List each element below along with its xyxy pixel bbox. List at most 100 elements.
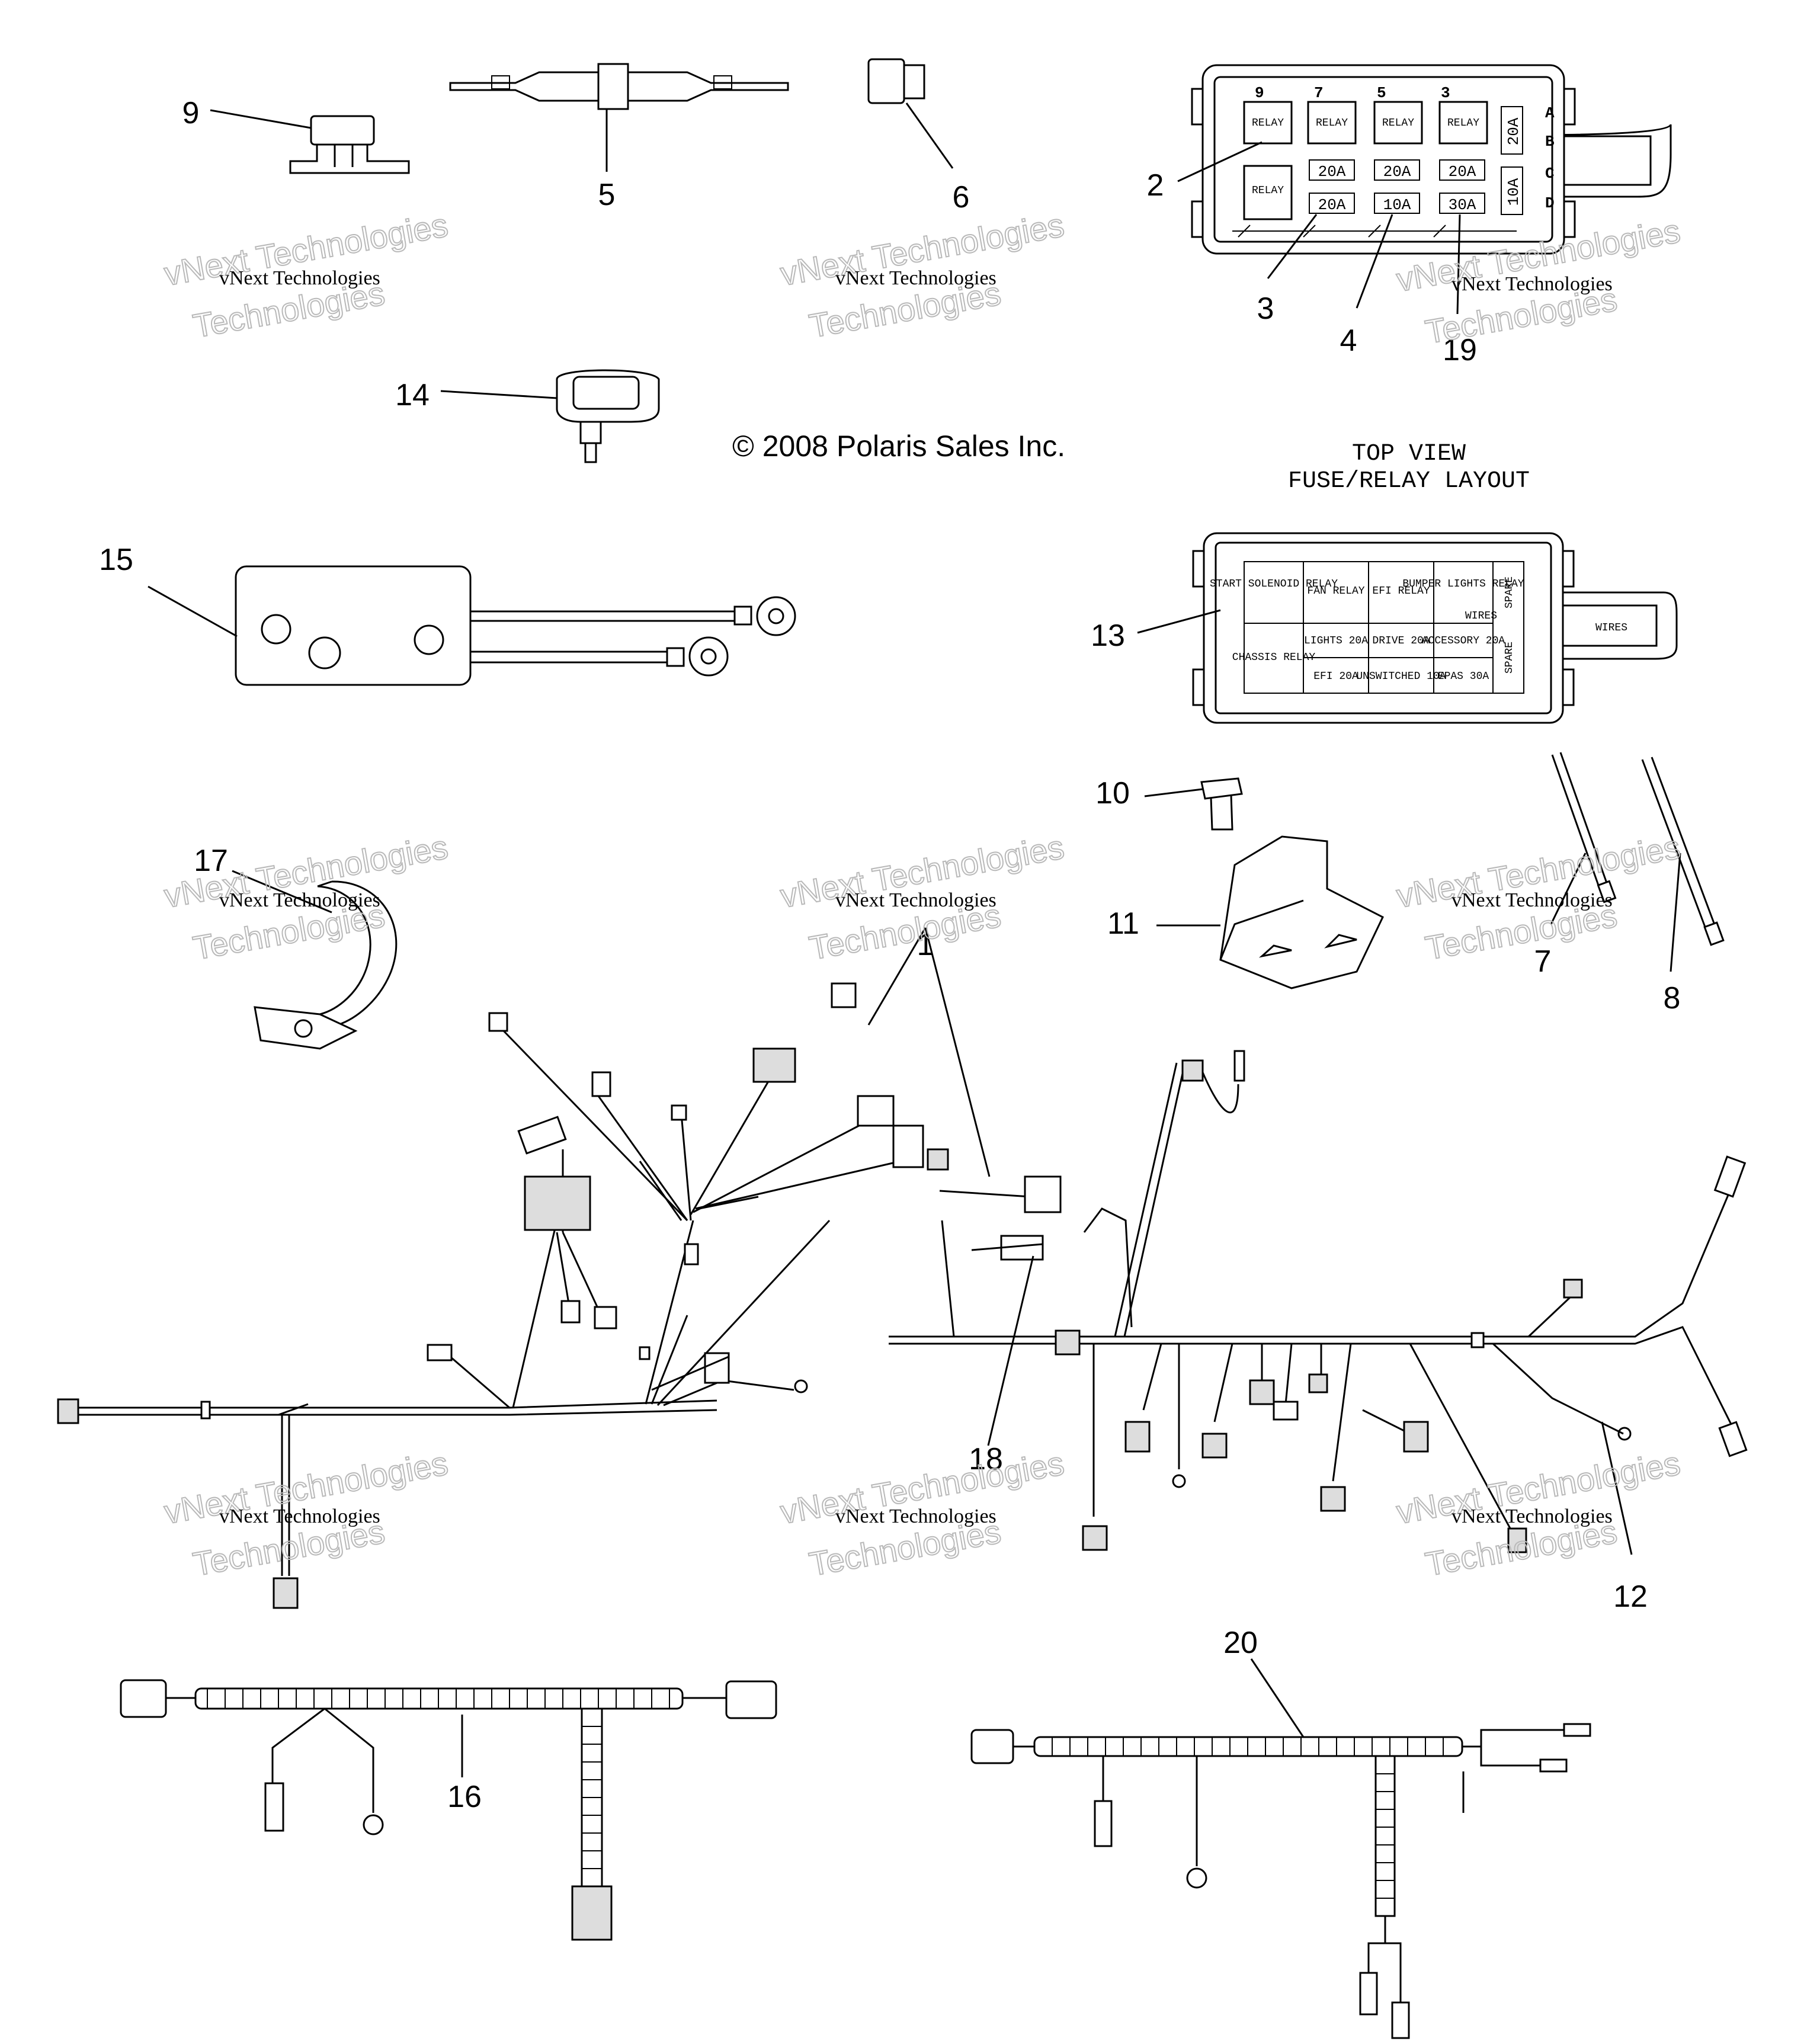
callout-15: 15	[99, 543, 133, 577]
watermark-2: vNext Technologies vNext Technologies Te…	[777, 206, 1068, 345]
cell-unswitched: UNSWITCHED 10A	[1356, 671, 1446, 683]
callout-11: 11	[1107, 906, 1139, 941]
fuse-b5: 20A	[1383, 163, 1411, 181]
leader-7	[1550, 853, 1587, 925]
part-14-sensor	[556, 369, 660, 463]
fuse-c7: 20A	[1318, 196, 1346, 214]
leader-10	[1144, 788, 1203, 797]
wires-arrow-label: WIRES	[1465, 610, 1497, 622]
watermark-1: vNext Technologies vNext Technologies Te…	[161, 206, 451, 345]
leader-9	[210, 109, 312, 129]
svg-text:vNext Technologies: vNext Technologies	[835, 1505, 996, 1527]
row-a: A	[1545, 104, 1555, 122]
callout-5: 5	[598, 178, 616, 212]
leader-1a	[924, 927, 991, 1177]
layout-title-line1: TOP VIEW	[1352, 441, 1466, 467]
slot-7: 7	[1314, 84, 1324, 102]
leader-6	[905, 102, 954, 169]
part-1-harness-right	[889, 1050, 1748, 1553]
relay-label-a9: RELAY	[1252, 117, 1284, 129]
svg-text:vNext Technologies: vNext Technologies	[1451, 889, 1613, 911]
leader-19	[1456, 214, 1461, 315]
cell-start-solenoid: START SOLENOID RELAY	[1210, 578, 1338, 590]
part-7-cable-tie	[1551, 752, 1617, 903]
part-11-bracket	[1219, 835, 1384, 989]
fuse-side-1: 20A	[1505, 117, 1523, 145]
leader-2	[1177, 141, 1263, 182]
part-1-harness-left	[57, 982, 924, 1609]
row-c: C	[1545, 165, 1555, 182]
part-5-fuse-holder	[449, 63, 789, 110]
part-15-resistor	[235, 565, 796, 686]
fuse-c5: 10A	[1383, 196, 1411, 214]
svg-text:vNext Technologies: vNext Technologies	[219, 889, 380, 911]
fuse-c3: 30A	[1449, 196, 1476, 214]
relay-label-c9: RELAY	[1252, 185, 1284, 197]
cell-spare-1: SPARE	[1504, 576, 1515, 608]
part-10-bolt	[1200, 777, 1243, 831]
part-17-clamp	[254, 880, 398, 1050]
fuse-b3: 20A	[1449, 163, 1476, 181]
callout-20: 20	[1223, 1626, 1258, 1660]
callout-17: 17	[194, 844, 228, 878]
leader-15	[148, 585, 238, 637]
cell-epas: EPAS 30A	[1438, 671, 1489, 683]
svg-text:vNext Technologies: vNext Technologies	[1451, 273, 1613, 295]
svg-text:vNext Technologies: vNext Technologies	[835, 267, 996, 289]
svg-text:vNext Technologies: vNext Technologies	[219, 1505, 380, 1527]
callout-1: 1	[917, 928, 934, 962]
copyright-text: © 2008 Polaris Sales Inc.	[732, 430, 1065, 463]
slot-9: 9	[1255, 84, 1264, 102]
callout-6: 6	[953, 180, 970, 214]
svg-text:vNext Technologies: vNext Technologies	[835, 889, 996, 911]
leader-17	[232, 870, 332, 914]
callout-4: 4	[1340, 323, 1357, 358]
watermark-7: vNext Technologies vNext Technologies Te…	[161, 1444, 451, 1584]
slot-5: 5	[1377, 84, 1386, 102]
leader-12	[1601, 1421, 1633, 1555]
row-b: B	[1545, 133, 1555, 150]
cell-fan-relay: FAN RELAY	[1307, 585, 1364, 597]
cell-lights: LIGHTS 20A	[1304, 635, 1368, 647]
callout-19: 19	[1443, 333, 1477, 367]
leader-14	[440, 390, 557, 399]
watermark-6: vNext Technologies vNext Technologies Te…	[1393, 828, 1684, 967]
callout-14: 14	[395, 378, 430, 412]
callout-3: 3	[1257, 291, 1274, 326]
cell-efi-20a: EFI 20A	[1313, 671, 1358, 683]
relay-label-a7: RELAY	[1316, 117, 1348, 129]
leader-3	[1267, 214, 1318, 279]
callout-13: 13	[1091, 619, 1125, 653]
fuse-side-2: 10A	[1505, 178, 1523, 206]
leader-20	[1250, 1658, 1305, 1738]
fuse-b7: 20A	[1318, 163, 1346, 181]
part-8-cable-tie	[1641, 757, 1725, 946]
cell-bumper-lights: BUMPER LIGHTS RELAY	[1402, 578, 1524, 590]
callout-12: 12	[1613, 1579, 1648, 1614]
part-9-relay	[289, 115, 410, 174]
cell-spare-2: SPARE	[1504, 642, 1515, 674]
watermark-9: vNext Technologies vNext Technologies Te…	[1393, 1444, 1684, 1584]
callout-10: 10	[1095, 776, 1130, 810]
part-6-connector	[867, 58, 925, 104]
watermark-8: vNext Technologies vNext Technologies Te…	[777, 1444, 1068, 1584]
cell-drive: DRIVE 20A	[1372, 635, 1430, 647]
relay-label-a5: RELAY	[1382, 117, 1414, 129]
leader-13	[1137, 609, 1221, 634]
slot-3: 3	[1441, 84, 1450, 102]
cell-efi-relay: EFI RELAY	[1372, 585, 1430, 597]
callout-9: 9	[182, 96, 200, 130]
leader-8	[1670, 853, 1681, 972]
callout-2: 2	[1147, 168, 1164, 203]
leader-1b	[867, 927, 927, 1026]
relay-label-a3: RELAY	[1447, 117, 1479, 129]
svg-text:vNext Technologies: vNext Technologies	[219, 267, 380, 289]
svg-text:vNext Technologies: vNext Technologies	[1451, 1505, 1613, 1527]
cell-accessory: ACCESSORY 20A	[1422, 635, 1505, 647]
part-13-fuse-layout: START SOLENOID RELAY FAN RELAY EFI RELAY…	[1192, 532, 1678, 724]
part-16-harness	[120, 1679, 777, 1941]
part-20-harness	[970, 1723, 1591, 2039]
row-d: D	[1545, 194, 1555, 212]
watermark-5: vNext Technologies vNext Technologies Te…	[777, 828, 1068, 967]
